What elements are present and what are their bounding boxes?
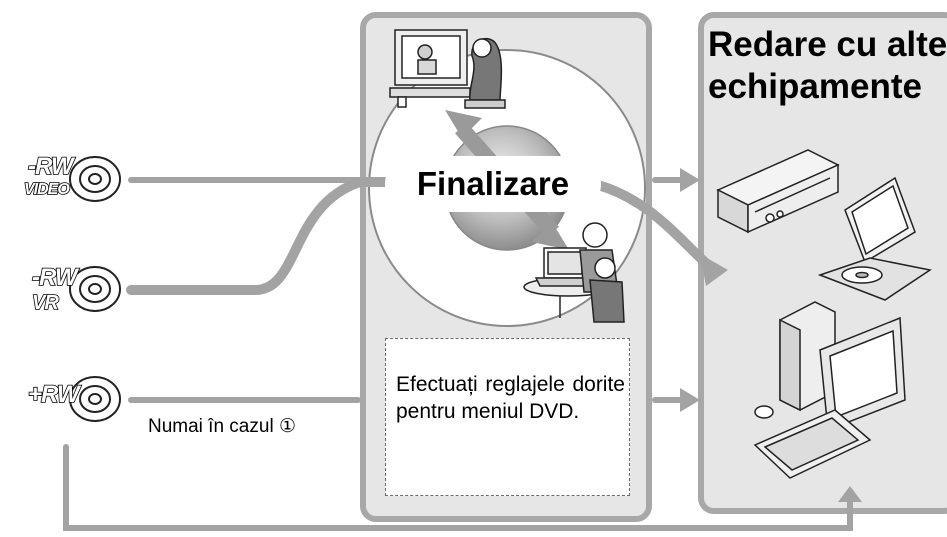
flow-arrowheads <box>680 168 862 502</box>
disc-logo-rw-video-top: -RW <box>27 153 74 180</box>
dvd-plus-rw-disc-icon <box>69 376 121 422</box>
playback-title: Redare cu alte echipamente <box>708 25 947 106</box>
disc-logo-plus-rw: +RW <box>27 381 80 408</box>
portable-dvd-player-icon <box>817 176 932 301</box>
case-note: Numai în cazul ① <box>148 416 296 437</box>
finalize-label: Finalizare <box>385 156 601 212</box>
disc-logo-rw-vr-top: -RW <box>31 264 78 291</box>
disc-logo-rw-vr-bottom: VR <box>31 292 59 314</box>
dvd-rw-video-mode-disc-icon <box>69 156 121 202</box>
tv-viewer-icon <box>389 29 506 109</box>
desktop-computer-icon <box>753 301 906 479</box>
dvd-menu-note-text: Efectuați reglajele dorite pentru meniul… <box>396 373 625 423</box>
dvd-rw-vr-mode-disc-icon <box>69 266 121 312</box>
disc-logo-rw-video-bottom: VIDEO <box>23 181 70 199</box>
flow-lines <box>63 177 853 531</box>
dvd-menu-note-box: Efectuați reglajele dorite pentru meniul… <box>385 338 630 496</box>
dvd-player-icon <box>716 149 840 234</box>
laptop-users-icon <box>523 222 625 323</box>
